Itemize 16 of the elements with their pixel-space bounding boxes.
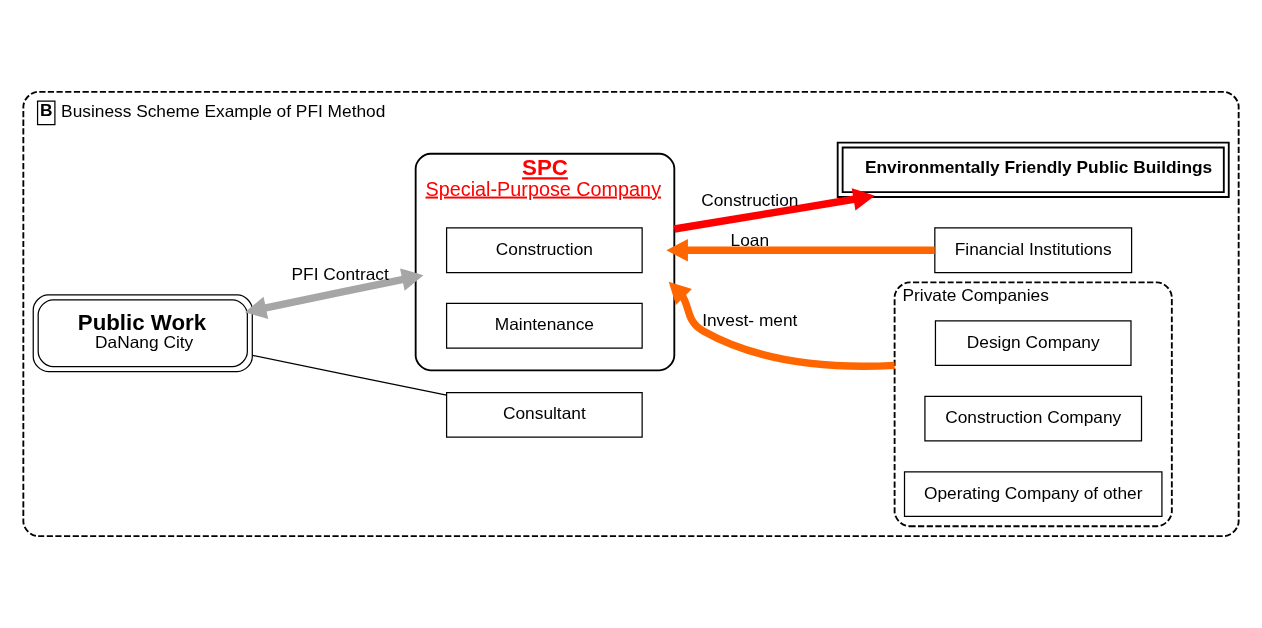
arrow [244,268,424,319]
node-box: Public Work DaNang City [32,294,253,373]
edge-label: Invest- ment [702,310,798,330]
node-box: Design Company [934,320,1132,366]
edge-label: Loan [730,229,770,250]
node-box: Construction Company [924,395,1143,442]
node-box: Construction [446,227,643,274]
node-box: Maintenance [446,302,643,349]
node-box: Financial Institutions [934,227,1133,274]
edge-label: PFI Contract [291,264,389,285]
connector [251,354,448,396]
node-box: Operating Company of other [903,471,1163,517]
edge-label: Construction [701,189,799,210]
node-box: Consultant [446,391,643,438]
arrow [673,188,875,233]
node-box: Environmentally Friendly Public Buildings [836,141,1230,198]
